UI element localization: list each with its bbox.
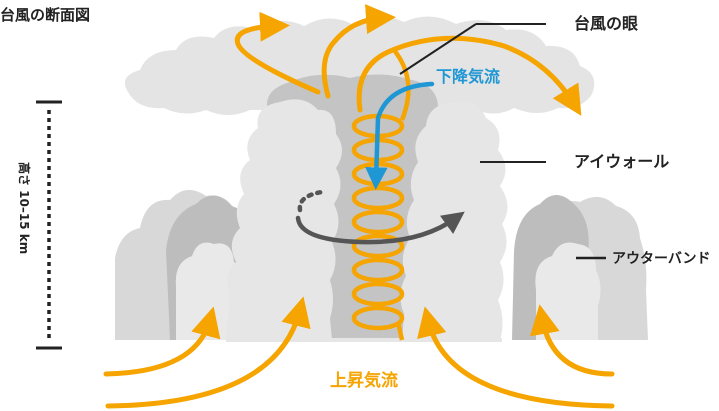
eye-leader-line: [399, 23, 477, 75]
rotation-arrow: [295, 189, 465, 245]
height-label: 高さ 10–15 km: [17, 162, 32, 254]
updraft-arrows: [103, 296, 615, 409]
height-scale: [36, 100, 62, 350]
diagram-title: 台風の断面図: [0, 6, 90, 24]
eyewall-label: アイウォール: [574, 152, 669, 171]
ground-strip: [226, 338, 502, 342]
downdraft-arrow: [365, 81, 435, 190]
outflow-arrows: [234, 4, 582, 116]
updraft-label: 上昇気流: [330, 370, 398, 391]
downdraft-label: 下降気流: [436, 67, 500, 86]
outer-band-label: アウターバンド: [612, 251, 711, 267]
outer-band-right-cloud: [512, 195, 648, 340]
eye-label: 台風の眼: [574, 14, 638, 33]
eyewall-cloud-left: [226, 99, 342, 340]
